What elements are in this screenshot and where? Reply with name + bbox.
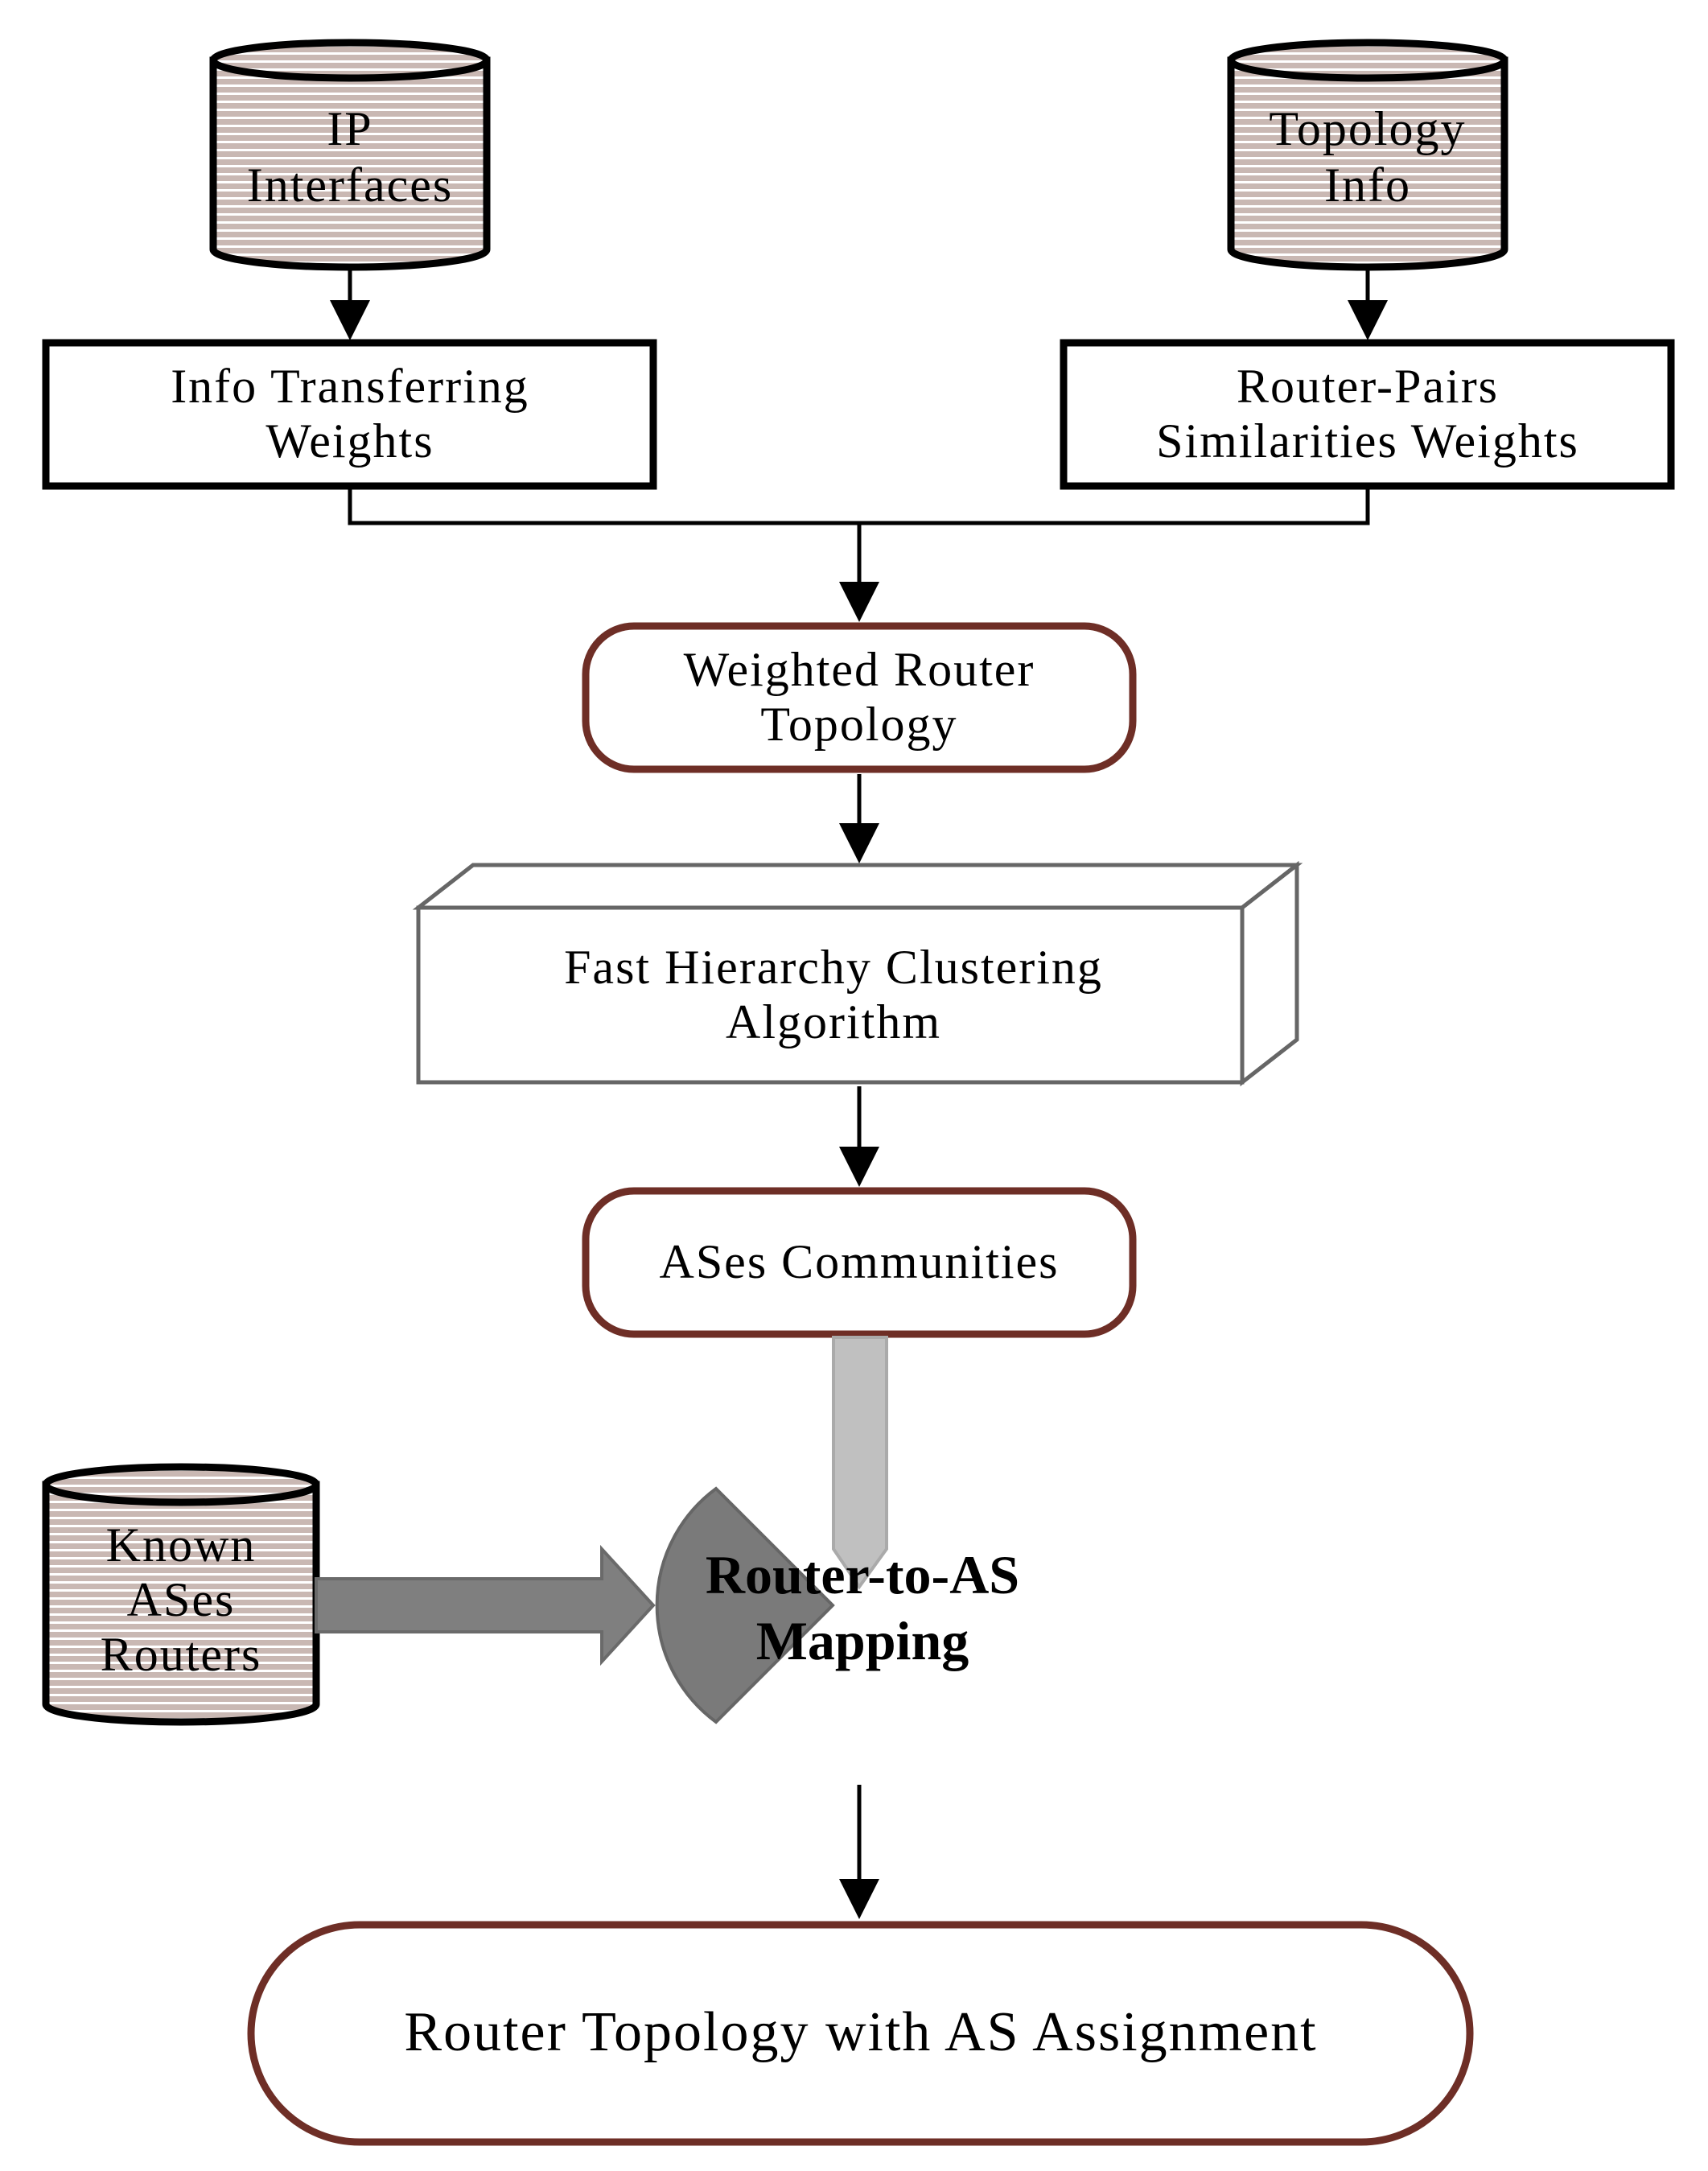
- final-topology-label: Router Topology with AS Assignment: [404, 2001, 1317, 2063]
- ases-communities-label: ASes Communities: [659, 1235, 1059, 1288]
- router-to-as-line2: Mapping: [756, 1610, 969, 1671]
- known-ases-routers-database-icon: Known ASes Routers: [42, 1463, 320, 1726]
- ases-communities-box: ASes Communities: [582, 1187, 1137, 1338]
- known-ases-line1: Known: [106, 1518, 257, 1572]
- fast-hierarchy-line2: Algorithm: [726, 995, 941, 1048]
- router-pairs-line2: Similarities Weights: [1156, 414, 1579, 468]
- info-transferring-line2: Weights: [265, 414, 434, 468]
- block-arrow-known-to-mapping: [315, 1544, 656, 1666]
- merge-connector: [348, 489, 1370, 525]
- topology-info-database-icon: Topology Info: [1227, 39, 1508, 271]
- weighted-topology-line1: Weighted Router: [684, 643, 1035, 696]
- topology-info-line2: Info: [1324, 159, 1411, 212]
- router-to-as-line1: Router-to-AS: [706, 1544, 1019, 1605]
- final-router-topology-box: Router Topology with AS Assignment: [247, 1921, 1474, 2146]
- router-pairs-line1: Router-Pairs: [1237, 360, 1499, 413]
- info-transferring-box: Info Transferring Weights: [42, 339, 657, 490]
- known-ases-line3: Routers: [101, 1628, 262, 1681]
- weighted-topology-line2: Topology: [760, 698, 957, 751]
- ip-interfaces-line2: Interfaces: [247, 159, 453, 212]
- fast-hierarchy-line1: Fast Hierarchy Clustering: [564, 941, 1103, 994]
- mapping-sector-icon: [655, 1486, 835, 1724]
- info-transferring-line1: Info Transferring: [171, 360, 529, 413]
- block-arrow-communities-to-mapping: [832, 1336, 888, 1590]
- known-ases-line2: ASes: [127, 1573, 236, 1626]
- fast-hierarchy-clustering-box: Fast Hierarchy Clustering Algorithm: [412, 860, 1303, 1087]
- ip-interfaces-line1: IP: [327, 102, 372, 155]
- ip-interfaces-database-icon: IP Interfaces: [209, 39, 491, 271]
- router-pairs-box: Router-Pairs Similarities Weights: [1060, 339, 1675, 490]
- topology-info-line1: Topology: [1269, 102, 1466, 155]
- weighted-router-topology-box: Weighted Router Topology: [582, 622, 1137, 773]
